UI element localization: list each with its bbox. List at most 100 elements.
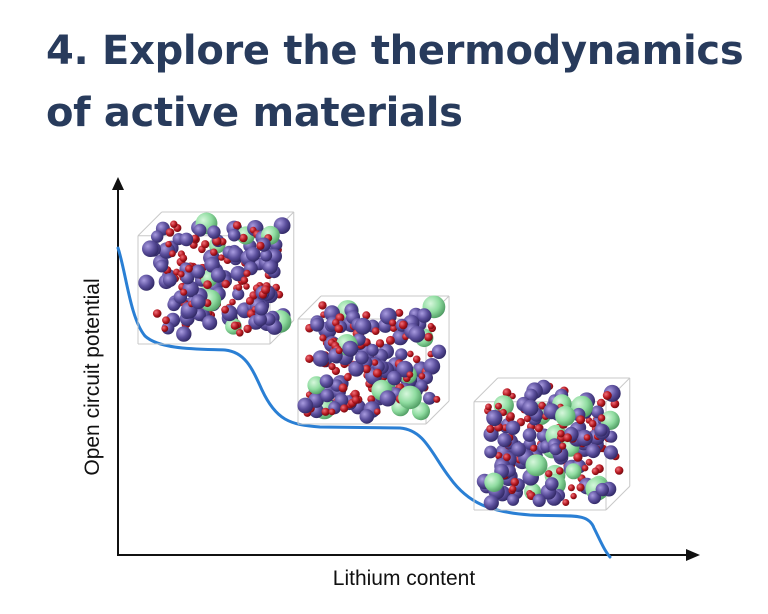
oxygen-atom	[530, 444, 538, 452]
oxygen-atom	[169, 250, 176, 258]
oxygen-atom	[232, 221, 242, 230]
oxygen-atom	[597, 414, 606, 422]
metal-atom	[392, 329, 409, 346]
metal-atom	[320, 388, 334, 403]
metal-atom	[354, 317, 372, 335]
oxygen-atom	[165, 228, 175, 237]
oxygen-atom	[305, 354, 314, 363]
oxygen-atom	[576, 483, 585, 492]
oxygen-atom	[338, 383, 348, 393]
lithium-atom	[555, 405, 576, 427]
oxygen-atom	[161, 325, 169, 332]
metal-atom	[522, 399, 539, 417]
metal-atom	[359, 409, 375, 424]
oxygen-atom	[221, 279, 231, 289]
oxygen-atom	[567, 484, 575, 492]
oxygen-atom	[243, 283, 250, 290]
oxygen-atom	[602, 391, 612, 400]
crystal-structure-high-lithium-icon	[473, 377, 631, 511]
metal-atom	[138, 274, 155, 291]
oxygen-atom	[562, 499, 570, 506]
metal-atom	[232, 288, 245, 301]
oxygen-atom	[239, 233, 248, 243]
unit-cell-edge	[473, 377, 499, 403]
oxygen-atom	[406, 371, 414, 378]
oxygen-atom	[510, 477, 519, 487]
oxygen-atom	[375, 339, 385, 348]
oxygen-atom	[328, 408, 336, 416]
oxygen-atom	[229, 298, 236, 306]
oxygen-atom	[328, 363, 336, 371]
metal-atom	[586, 443, 601, 459]
oxygen-atom	[335, 347, 343, 355]
lithium-atom	[398, 385, 422, 410]
oxygen-atom	[351, 395, 360, 405]
unit-cell-edge	[605, 485, 631, 511]
oxygen-atom	[185, 264, 193, 273]
oxygen-atom	[201, 240, 210, 249]
metal-atom	[355, 350, 369, 365]
oxygen-atom	[557, 429, 565, 438]
oxygen-atom	[340, 404, 349, 413]
metal-atom	[342, 340, 359, 357]
oxygen-atom	[433, 395, 441, 403]
oxygen-atom	[362, 364, 371, 374]
metal-atom	[522, 428, 537, 442]
oxygen-atom	[321, 407, 330, 416]
oxygen-atom	[545, 470, 553, 478]
oxygen-atom	[243, 324, 252, 334]
metal-atom	[486, 409, 503, 427]
oxygen-atom	[389, 319, 397, 327]
oxygen-atom	[343, 373, 352, 382]
unit-cell-edge	[137, 211, 163, 237]
oxygen-atom	[486, 425, 495, 433]
metal-atom	[193, 223, 207, 237]
oxygen-atom	[597, 398, 606, 408]
oxygen-atom	[256, 241, 265, 250]
oxygen-atom	[588, 419, 597, 428]
oxygen-atom	[583, 434, 591, 441]
metal-atom	[227, 228, 241, 242]
oxygen-atom	[570, 492, 577, 500]
x-axis-label: Lithium content	[333, 567, 476, 590]
oxygen-atom	[385, 335, 395, 345]
oxygen-atom	[427, 322, 435, 330]
oxygen-atom	[576, 415, 586, 425]
metal-atom	[431, 344, 447, 359]
metal-atom	[227, 246, 244, 263]
metal-atom	[210, 267, 226, 283]
lithium-atom	[565, 463, 582, 480]
oxygen-atom	[495, 452, 503, 460]
oxygen-atom	[152, 309, 162, 318]
oxygen-atom	[581, 464, 589, 472]
oxygen-atom	[502, 388, 512, 398]
unit-cell-edge	[297, 295, 322, 320]
y-axis-arrow-icon	[112, 177, 124, 190]
oxygen-atom	[162, 316, 170, 325]
oxygen-atom	[418, 372, 426, 380]
oxygen-atom	[534, 424, 543, 433]
metal-atom	[408, 326, 426, 343]
oxygen-atom	[243, 269, 251, 277]
metal-atom	[505, 420, 521, 435]
metal-atom	[254, 301, 269, 316]
y-axis-label: Open circuit potential	[81, 278, 104, 475]
crystal-structure-mid-lithium-icon	[297, 295, 450, 425]
metal-atom	[595, 482, 609, 497]
oxygen-atom	[334, 324, 344, 334]
oxygen-atom	[563, 433, 572, 443]
oxygen-atom	[212, 236, 222, 246]
oxygen-atom	[556, 467, 564, 475]
oxygen-atom	[506, 412, 515, 421]
oxygen-atom	[390, 324, 398, 332]
metal-atom	[532, 493, 546, 507]
oxygen-atom	[165, 241, 172, 248]
title-line-1: 4. Explore the thermodynamics	[46, 28, 744, 74]
oxygen-atom	[261, 285, 271, 295]
metal-atom	[483, 495, 499, 511]
metal-atom	[366, 343, 379, 357]
lithium-atom	[525, 454, 548, 477]
metal-atom	[176, 326, 192, 342]
oxygen-atom	[178, 270, 185, 278]
